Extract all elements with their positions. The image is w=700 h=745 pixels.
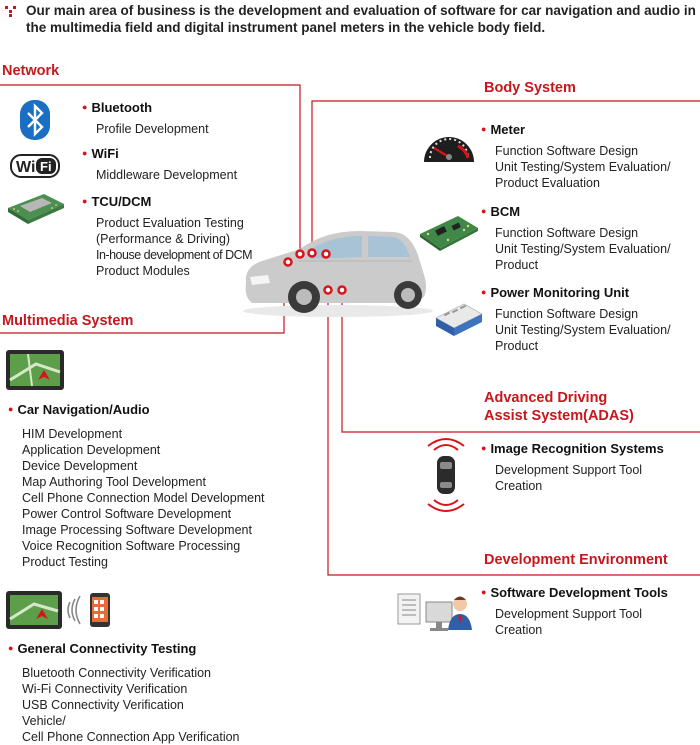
item-power-monitoring-unit: Power Monitoring Unit Function Software … bbox=[481, 285, 670, 354]
circuit-module-icon bbox=[8, 194, 64, 224]
car-illustration bbox=[243, 231, 433, 317]
section-title-body-system: Body System bbox=[484, 80, 576, 96]
item-tcu-dcm: TCU/DCM Product Evaluation Testing (Perf… bbox=[82, 194, 252, 279]
diamond-bullet-icon bbox=[5, 6, 16, 17]
circuit-board-icon bbox=[420, 216, 478, 251]
navigation-screen-icon bbox=[6, 350, 64, 390]
car-sensor-icon bbox=[427, 438, 465, 512]
svg-text:Wi: Wi bbox=[16, 159, 35, 176]
section-title-multimedia: Multimedia System bbox=[2, 313, 134, 329]
item-wifi: WiFi Middleware Development bbox=[82, 146, 237, 183]
section-title-adas: Advanced Driving Assist System(ADAS) bbox=[484, 390, 634, 424]
item-software-development-tools: Software Development Tools Development S… bbox=[481, 585, 667, 638]
item-car-navigation-audio: Car Navigation/Audio HIM Development App… bbox=[8, 402, 264, 570]
power-unit-icon bbox=[435, 303, 483, 336]
item-bluetooth: Bluetooth Profile Development bbox=[82, 100, 208, 137]
svg-text:Fi: Fi bbox=[40, 159, 52, 174]
section-title-network: Network bbox=[2, 63, 60, 79]
wifi-logo-icon: Wi Fi bbox=[10, 154, 60, 178]
intro-text: Our main area of business is the develop… bbox=[26, 3, 696, 35]
section-title-development-environment: Development Environment bbox=[484, 552, 668, 568]
navigation-phone-connectivity-icon bbox=[6, 591, 110, 629]
item-image-recognition-systems: Image Recognition Systems Development Su… bbox=[481, 441, 663, 494]
item-bcm: BCM Function Software Design Unit Testin… bbox=[481, 204, 670, 273]
speedometer-icon bbox=[424, 136, 474, 162]
item-general-connectivity-testing: General Connectivity Testing Bluetooth C… bbox=[8, 641, 239, 745]
bluetooth-icon bbox=[20, 100, 50, 140]
developer-workstation-icon bbox=[397, 593, 472, 631]
item-meter: Meter Function Software Design Unit Test… bbox=[481, 122, 670, 191]
